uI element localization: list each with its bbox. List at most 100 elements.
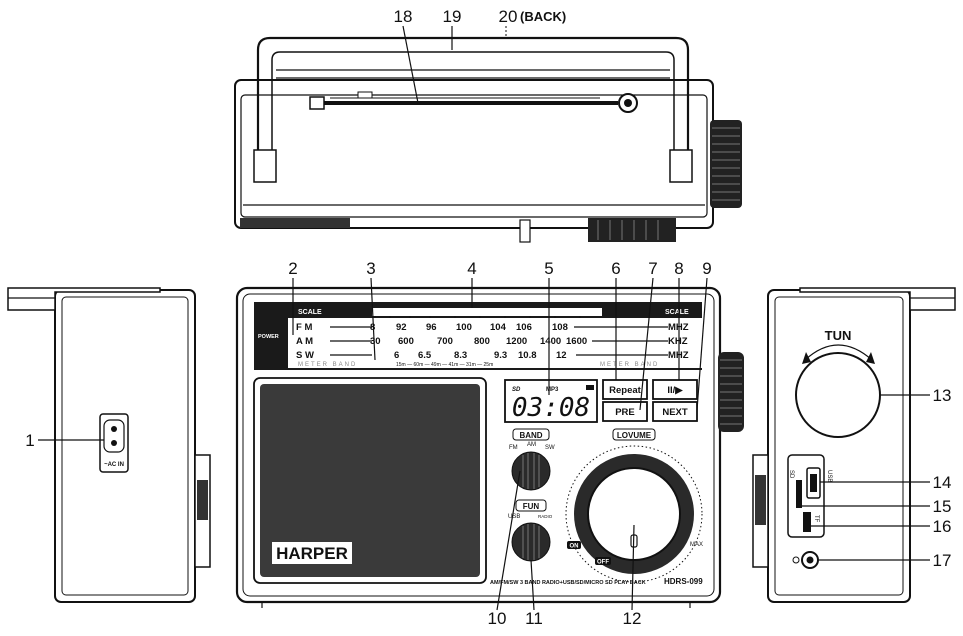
power-led bbox=[288, 334, 292, 338]
sw-freq-5: 12 bbox=[556, 350, 567, 361]
fun-knob[interactable] bbox=[511, 522, 551, 562]
band-knob[interactable] bbox=[511, 451, 551, 491]
volume-on-label: ON bbox=[570, 544, 579, 550]
volume-scale bbox=[565, 445, 703, 583]
am-freq-2: 700 bbox=[437, 336, 453, 347]
leader-12 bbox=[631, 524, 635, 611]
headphone-icon bbox=[792, 556, 800, 564]
ac-pin-top bbox=[111, 426, 117, 432]
model-description: AM/FM/SW 3 BAND RADIO+USB/SD/MICRO SD PL… bbox=[490, 580, 646, 586]
fm-freq-6: 108 bbox=[552, 322, 568, 333]
callout-5: 5 bbox=[544, 259, 553, 278]
band-fm: F M bbox=[296, 322, 312, 333]
top-volume-knob-ridges bbox=[597, 220, 659, 240]
front-body-inner bbox=[242, 293, 715, 597]
fun-radio-label: RADIO bbox=[538, 514, 553, 519]
fun-usb-label: USB bbox=[508, 514, 520, 520]
repeat-button[interactable] bbox=[602, 379, 648, 400]
top-base-strip bbox=[240, 218, 350, 228]
antenna-pivot-center bbox=[624, 99, 632, 107]
usb-label: USB bbox=[826, 470, 832, 482]
tun-arrow-right bbox=[866, 352, 875, 364]
left-body-inner bbox=[61, 296, 189, 596]
tuning-knob[interactable] bbox=[795, 352, 881, 438]
handle-hinge-left bbox=[253, 149, 277, 183]
callout-16: 16 bbox=[933, 517, 952, 536]
callout-7: 7 bbox=[648, 259, 657, 278]
tf-slot[interactable] bbox=[803, 512, 811, 532]
sw-freq-4: 10.8 bbox=[518, 350, 537, 361]
top-jack bbox=[519, 219, 531, 243]
volume-on-badge bbox=[567, 541, 581, 549]
unit-fm: MHZ bbox=[668, 322, 689, 333]
brand-plate bbox=[272, 542, 352, 564]
band-sw: S W bbox=[296, 350, 314, 361]
ac-pin-bottom bbox=[111, 440, 117, 446]
play-pause-button[interactable] bbox=[652, 379, 698, 400]
volume-title-box bbox=[612, 428, 656, 441]
band-fm-label: FM bbox=[509, 445, 518, 451]
tun-arc bbox=[804, 344, 873, 361]
sd-label: SD bbox=[788, 470, 794, 479]
top-tuning-knob bbox=[710, 120, 742, 208]
callout-14: 14 bbox=[933, 473, 952, 492]
top-tuning-knob-ridges bbox=[712, 127, 740, 201]
dial-ruler bbox=[372, 308, 602, 316]
fm-freq-3: 100 bbox=[456, 322, 472, 333]
band-knob-grips bbox=[522, 453, 540, 489]
callout-3: 3 bbox=[366, 259, 375, 278]
sd-slot[interactable] bbox=[796, 480, 802, 508]
pre-button[interactable] bbox=[602, 401, 648, 422]
am-freq-4: 1200 bbox=[506, 336, 527, 347]
callout-19: 19 bbox=[443, 7, 462, 26]
volume-off-label: OFF bbox=[597, 560, 609, 566]
lcd-battery-icon bbox=[586, 385, 594, 390]
callout-1: 1 bbox=[25, 431, 34, 450]
play-pause-button-label: II/▶ bbox=[667, 385, 684, 396]
volume-knob[interactable] bbox=[587, 467, 681, 561]
tun-label: TUN bbox=[825, 328, 852, 343]
leader-9 bbox=[696, 277, 708, 411]
scale-left: SCALE bbox=[298, 309, 322, 316]
next-button[interactable] bbox=[652, 401, 698, 422]
band-am: A M bbox=[296, 336, 313, 347]
callout-10: 10 bbox=[488, 609, 507, 628]
fm-freq-5: 106 bbox=[516, 322, 532, 333]
tf-label: TF bbox=[813, 515, 819, 523]
leader-18 bbox=[402, 25, 419, 104]
callout-6: 6 bbox=[611, 259, 620, 278]
left-handle bbox=[7, 287, 161, 311]
left-knob-detail bbox=[197, 480, 208, 520]
leader-7 bbox=[639, 277, 654, 411]
front-tuning-ridges bbox=[720, 359, 742, 425]
front-view: SCALE SCALE POWER F M A M S W 8 92 96 10… bbox=[235, 286, 744, 608]
fun-title: FUN bbox=[523, 502, 540, 511]
unit-sw: MHZ bbox=[668, 350, 689, 361]
leader-3 bbox=[370, 277, 376, 361]
top-view: 18 19 20 (BACK) bbox=[234, 7, 742, 243]
scale-right: SCALE bbox=[665, 309, 689, 316]
dial-scale bbox=[288, 318, 702, 368]
speaker-mesh bbox=[260, 384, 480, 577]
volume-off-badge bbox=[595, 557, 611, 565]
lcd-sd: SD bbox=[512, 387, 521, 393]
am-freq-0: 30 bbox=[370, 336, 381, 347]
fun-title-box bbox=[515, 499, 547, 512]
front-callouts: 2 3 4 5 6 7 8 9 10 11 12 bbox=[288, 259, 711, 628]
lcd-mp3: MP3 bbox=[546, 387, 559, 393]
fm-freq-0: 8 bbox=[370, 322, 375, 333]
repeat-button-label: Repeat bbox=[609, 385, 642, 396]
band-title: BAND bbox=[519, 431, 542, 440]
callout-8: 8 bbox=[674, 259, 683, 278]
power-label: POWER bbox=[258, 334, 279, 340]
handle-outer bbox=[256, 36, 690, 180]
fm-freq-4: 104 bbox=[490, 322, 507, 333]
top-volume-knob bbox=[588, 218, 676, 242]
left-side-view: ~AC IN 1 bbox=[7, 287, 211, 603]
sw-freq-2: 8.3 bbox=[454, 350, 467, 361]
fm-freq-1: 92 bbox=[396, 322, 407, 333]
lcd-display bbox=[504, 379, 598, 423]
handle-hinge-right bbox=[669, 149, 693, 183]
sw-freq-3: 9.3 bbox=[494, 350, 507, 361]
